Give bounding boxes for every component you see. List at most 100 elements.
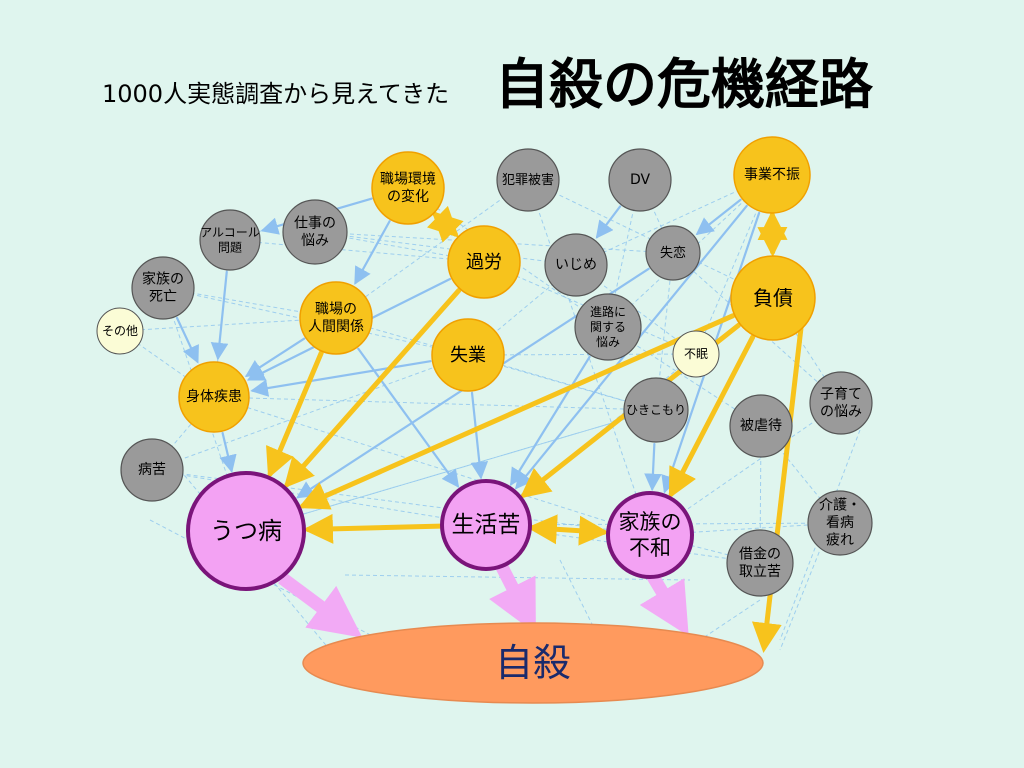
- node-depression-label: うつ病: [210, 517, 282, 545]
- blue-arrow-4: [695, 198, 742, 236]
- suicide-label: 自殺: [495, 641, 571, 685]
- connection-line-21: [213, 396, 657, 411]
- node-family-death-circle: [131, 256, 195, 320]
- connection-line-5: [119, 330, 215, 398]
- node-career-worry: 進路に関する悩み: [574, 293, 642, 361]
- orange-arrow-2: [266, 350, 324, 479]
- node-depression: うつ病: [186, 471, 306, 591]
- pink-arrow-1: [278, 572, 363, 638]
- node-overwork: 過労: [447, 225, 521, 299]
- node-crime-victim-circle: [496, 148, 560, 212]
- orange-arrow-bidirectional-3: [526, 514, 610, 546]
- node-childcare-worry-circle: [809, 371, 873, 435]
- blue-arrow-8: [244, 337, 306, 377]
- connection-line-18: [467, 354, 657, 411]
- node-childcare-worry: 子育ての悩み: [809, 371, 873, 435]
- node-bullying: いじめ: [544, 233, 608, 297]
- node-bullying-label: いじめ: [555, 257, 597, 273]
- blue-arrow-14: [175, 316, 199, 364]
- suicide-ellipse: [302, 622, 764, 704]
- blue-arrow-12: [357, 347, 460, 488]
- node-other-circle: [96, 307, 144, 355]
- suicide-connection-line-7: [779, 499, 841, 651]
- connection-line-1: [229, 239, 485, 263]
- node-family-discord: 家族の不和: [606, 491, 694, 579]
- node-illness-pain-label: 病苦: [138, 462, 166, 478]
- connection-line-20: [213, 396, 651, 536]
- node-other-label: その他: [102, 324, 138, 338]
- node-workplace-relations: 職場の人間関係: [299, 281, 373, 355]
- node-unemployment-circle: [431, 318, 505, 392]
- pink-arrow-3: [639, 571, 689, 637]
- blue-arrow-16: [510, 355, 591, 487]
- connection-line-9: [335, 179, 529, 319]
- node-withdrawal-label: ひきこもり: [626, 403, 686, 417]
- node-withdrawal: ひきこもり: [623, 377, 689, 443]
- blue-arrow-15: [219, 431, 237, 473]
- pink-arrow-2: [489, 564, 536, 634]
- node-dv-label: DV: [630, 172, 651, 188]
- node-family-death-label: 家族の死亡: [142, 270, 184, 305]
- node-work-worry: 仕事の悩み: [282, 199, 348, 265]
- pink-arrows: [278, 564, 689, 638]
- node-physical-illness-circle: [178, 361, 250, 433]
- node-illness-pain: 病苦: [120, 438, 184, 502]
- suicide-connection-line-3: [559, 559, 601, 641]
- node-bullying-circle: [544, 233, 608, 297]
- blue-arrow-13: [210, 270, 229, 361]
- node-debt: 負債: [730, 255, 816, 341]
- suicide-connection-line-6: [344, 574, 691, 581]
- node-insomnia: 不眠: [672, 330, 720, 378]
- suicide-connection-line-4: [699, 599, 761, 641]
- node-workplace-relations-label: 職場の人間関係: [308, 301, 364, 335]
- orange-arrow-bidirectional-1: [426, 205, 464, 243]
- node-withdrawal-circle: [623, 377, 689, 443]
- node-workplace-relations-circle: [299, 281, 373, 355]
- node-heartbreak-circle: [645, 225, 701, 281]
- node-abuse-circle: [729, 394, 793, 458]
- node-abuse-label: 被虐待: [740, 418, 782, 434]
- connection-line-7: [314, 231, 577, 266]
- connection-line-19: [467, 353, 697, 356]
- node-overwork-circle: [447, 225, 521, 299]
- orange-arrow-3: [298, 313, 736, 510]
- suicide-node: 自殺: [302, 622, 764, 704]
- node-workplace-change-label: 職場環境の変化: [380, 171, 436, 205]
- node-physical-illness: 身体疾患: [178, 361, 250, 433]
- connection-line-30: [649, 402, 842, 536]
- node-crime-victim-label: 犯罪被害: [502, 172, 554, 188]
- orange-arrow-5: [668, 334, 756, 499]
- subtitle: 1000人実態調査から見えてきた: [102, 80, 450, 108]
- node-care-fatigue-circle: [807, 490, 873, 556]
- node-alcohol-label: アルコール問題: [200, 226, 260, 255]
- connection-line-8: [314, 231, 674, 254]
- node-living-hardship: 生活苦: [440, 479, 532, 571]
- connection-line-24: [151, 354, 469, 471]
- node-family-discord-label: 家族の不和: [619, 510, 682, 560]
- node-other: その他: [96, 307, 144, 355]
- node-family-death: 家族の死亡: [131, 256, 195, 320]
- orange-arrow-1: [283, 287, 462, 489]
- node-alcohol: アルコール問題: [199, 209, 261, 271]
- node-illness-pain-circle: [120, 438, 184, 502]
- node-unemployment-label: 失業: [450, 345, 486, 366]
- node-physical-illness-label: 身体疾患: [186, 389, 242, 405]
- node-loan-collection-label: 借金の取立苦: [739, 546, 781, 580]
- node-debt-label: 負債: [753, 286, 793, 310]
- blue-arrow-17: [644, 442, 662, 492]
- node-crime-victim: 犯罪被害: [496, 148, 560, 212]
- orange-arrow-debt-to-suicide: [751, 327, 804, 653]
- node-insomnia-circle: [672, 330, 720, 378]
- connection-line-40: [655, 252, 674, 411]
- node-business-slump-circle: [733, 136, 811, 214]
- node-loan-collection: 借金の取立苦: [726, 529, 794, 597]
- node-heartbreak-label: 失恋: [660, 245, 686, 261]
- node-unemployment: 失業: [431, 318, 505, 392]
- orange-arrows: [266, 205, 804, 653]
- blue-arrow-3: [595, 205, 622, 239]
- node-dv-circle: [608, 148, 672, 212]
- node-heartbreak: 失恋: [645, 225, 701, 281]
- page-title: 自殺の危機経路: [495, 53, 873, 116]
- node-insomnia-label: 不眠: [684, 347, 708, 361]
